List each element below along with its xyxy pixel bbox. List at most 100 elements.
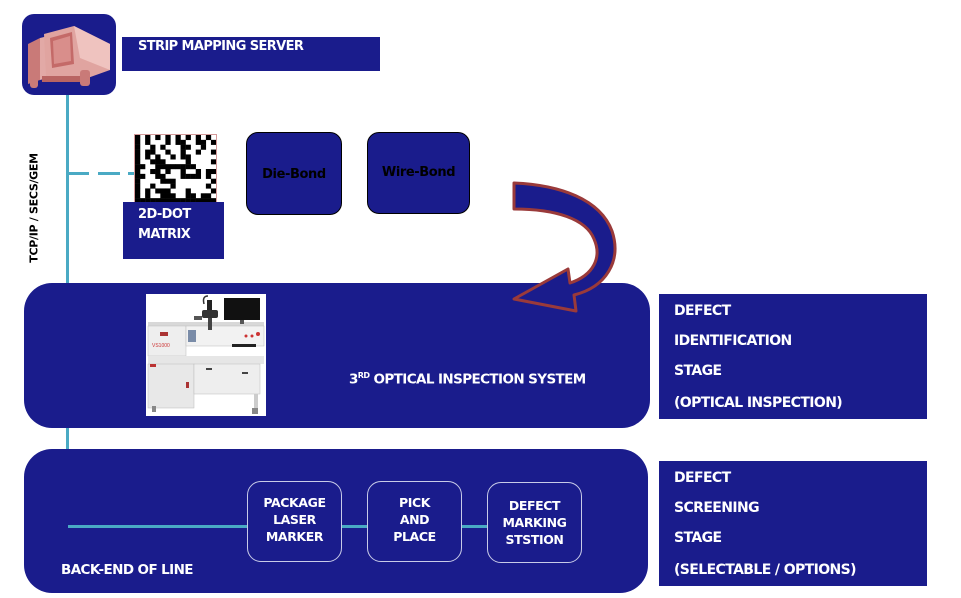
matrix-module — [160, 173, 166, 179]
station-defect-marking[interactable]: DEFECT MARKING STSTION — [487, 482, 582, 563]
matrix-module — [150, 144, 156, 150]
matrix-module — [165, 169, 171, 175]
matrix-module — [185, 159, 191, 165]
matrix-module — [145, 198, 151, 204]
inspection-title-superscript: RD — [357, 371, 370, 380]
matrix-module — [195, 135, 202, 141]
identification-stage-box: DEFECT IDENTIFICATION STAGE (OPTICAL INS… — [659, 294, 927, 419]
station-line: MARKER — [265, 529, 324, 544]
matrix-module — [210, 188, 217, 194]
matrix-module — [135, 149, 141, 155]
station-line: DEFECT — [508, 498, 561, 513]
matrix-module — [145, 135, 151, 141]
matrix-module — [185, 188, 191, 194]
matrix-module — [145, 149, 151, 155]
station-line: PLACE — [393, 529, 436, 544]
matrix-module — [195, 169, 202, 175]
matrix-module — [140, 173, 146, 179]
matrix-module — [185, 135, 191, 141]
matrix-module — [185, 144, 191, 150]
matrix-module — [190, 193, 196, 199]
matrix-module — [135, 193, 141, 199]
matrix-module — [180, 144, 186, 150]
matrix-module — [155, 159, 161, 165]
matrix-module — [185, 154, 191, 160]
matrix-module — [135, 154, 141, 160]
matrix-module — [150, 198, 156, 204]
matrix-module — [205, 135, 212, 141]
matrix-module — [165, 139, 171, 145]
matrix-module — [135, 183, 141, 189]
screening-stage-line: STAGE — [674, 530, 722, 546]
matrix-module — [165, 135, 171, 141]
backend-connector-line-2 — [340, 525, 368, 528]
matrix-module — [140, 198, 146, 204]
station-line: PICK — [398, 495, 431, 510]
network-bus-line-lower — [66, 428, 69, 450]
process-die-bond[interactable]: Die-Bond — [246, 132, 342, 215]
station-package-laser-marker[interactable]: PACKAGE LASER MARKER — [247, 481, 342, 562]
screening-stage-line: (SELECTABLE / OPTIONS) — [674, 562, 857, 578]
matrix-module — [210, 178, 217, 184]
matrix-module — [190, 164, 196, 170]
matrix-module — [175, 139, 181, 145]
matrix-module — [180, 149, 186, 155]
matrix-module — [155, 198, 161, 204]
matrix-module — [200, 193, 207, 199]
matrix-module — [150, 159, 156, 165]
matrix-pattern — [135, 135, 217, 204]
server-title: STRIP MAPPING SERVER — [138, 39, 304, 54]
matrix-module — [195, 173, 202, 179]
matrix-module — [135, 178, 141, 184]
matrix-module — [175, 198, 181, 204]
matrix-module — [145, 154, 151, 160]
bus-protocol-label: TCP/IP / SECS/GEM — [26, 133, 42, 283]
matrix-module — [160, 178, 166, 184]
matrix-module — [135, 164, 141, 170]
matrix-module — [135, 169, 141, 175]
station-line: LASER — [273, 512, 316, 527]
matrix-module — [170, 193, 176, 199]
matrix-module — [135, 173, 141, 179]
matrix-module — [200, 144, 207, 150]
matrix-module — [210, 198, 217, 204]
matrix-module — [195, 149, 202, 155]
matrix-module — [210, 139, 217, 145]
matrix-module — [165, 149, 171, 155]
matrix-module — [170, 164, 176, 170]
matrix-module — [170, 154, 176, 160]
matrix-label-line2: MATRIX — [138, 227, 191, 242]
station-pick-and-place[interactable]: PICK AND PLACE — [367, 481, 462, 562]
matrix-module — [160, 164, 166, 170]
station-line: STSTION — [505, 532, 564, 547]
matrix-module — [200, 139, 207, 145]
matrix-module — [180, 198, 186, 204]
dashed-connector-1 — [69, 172, 89, 175]
server-title-box — [122, 37, 380, 71]
matrix-module — [165, 193, 171, 199]
matrix-module — [205, 193, 212, 199]
backend-connector-line — [68, 525, 248, 528]
matrix-module — [160, 144, 166, 150]
matrix-module — [190, 198, 196, 204]
matrix-label: 2D-DOT MATRIX — [138, 205, 191, 245]
station-line: MARKING — [502, 515, 567, 530]
matrix-module — [145, 188, 151, 194]
identification-stage-line: (OPTICAL INSPECTION) — [674, 395, 843, 411]
matrix-module — [180, 139, 186, 145]
backend-connector-line-3 — [460, 525, 488, 528]
matrix-module — [185, 164, 191, 170]
matrix-module — [165, 198, 171, 204]
dashed-connector-2 — [98, 172, 120, 175]
matrix-module — [170, 183, 176, 189]
matrix-module — [160, 159, 166, 165]
matrix-module — [145, 139, 151, 145]
matrix-module — [135, 188, 141, 194]
matrix-module — [140, 164, 146, 170]
matrix-module — [175, 164, 181, 170]
matrix-module — [205, 173, 212, 179]
curved-flow-arrow-icon — [512, 181, 617, 313]
matrix-label-line1: 2D-DOT — [138, 207, 191, 222]
identification-stage-line: STAGE — [674, 363, 722, 379]
process-wire-bond[interactable]: Wire-Bond — [367, 132, 470, 214]
